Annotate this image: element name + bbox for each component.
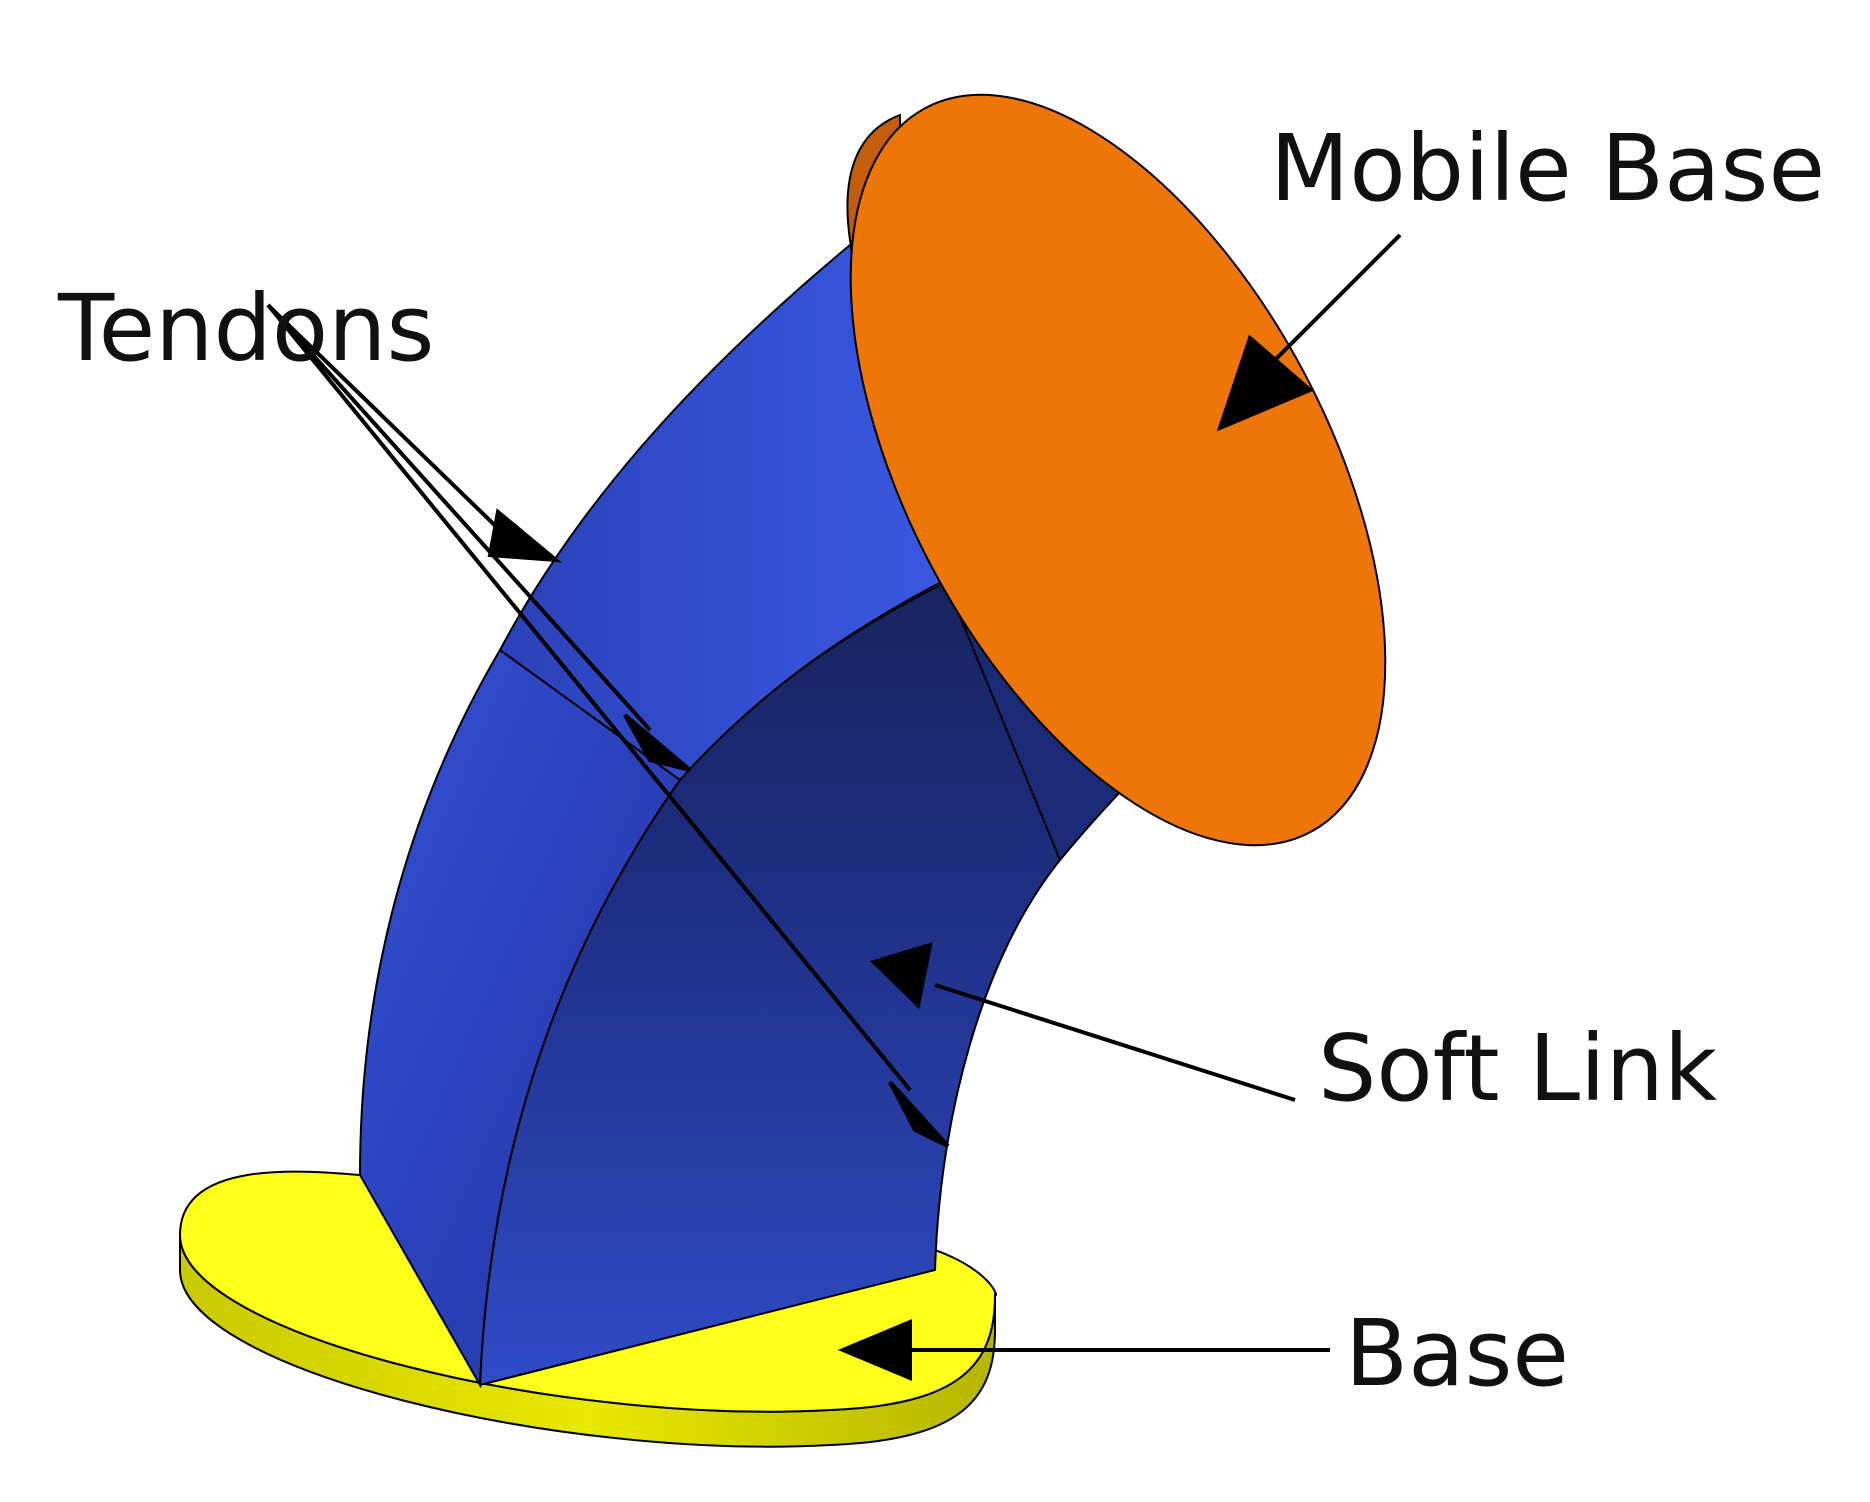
base-arrowhead	[837, 1318, 912, 1382]
soft-link-arrowhead	[870, 942, 933, 1010]
soft-link-label: Soft Link	[1318, 1015, 1718, 1122]
mobile-base-disc	[846, 93, 1387, 847]
mobile-base-arrow-line	[1268, 233, 1402, 367]
tendon-arrow-line-2	[266, 303, 652, 732]
tendon-arrowhead-3	[888, 1080, 950, 1148]
tendon-arrowhead-1	[487, 508, 563, 563]
mobile-base-label: Mobile Base	[1270, 115, 1825, 222]
base-label: Base	[1345, 1300, 1569, 1407]
soft-link-arrow-line	[934, 983, 1296, 1102]
tendon-arrow-line-1	[266, 303, 512, 542]
annotation-arrows	[266, 233, 1402, 1382]
tendon-arrow-line-3	[266, 303, 912, 1092]
tendon-arrowhead-2	[623, 713, 692, 772]
mobile-base-arrowhead	[1216, 334, 1314, 432]
tendons-label: Tendons	[57, 275, 434, 382]
